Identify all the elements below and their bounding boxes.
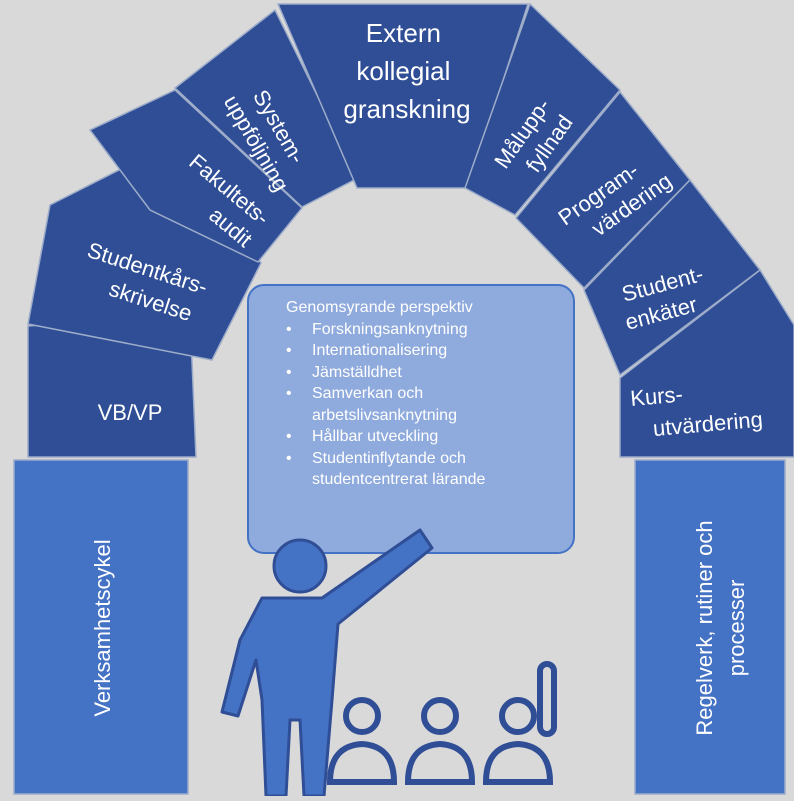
keystone-line-2: kollegial [356, 56, 450, 86]
list-item-text: Studentinflytande och [312, 449, 466, 467]
arch-block-program [514, 90, 691, 290]
list-item-text: Hållbar utveckling [312, 428, 439, 445]
arch-block-fakultet [88, 89, 304, 263]
left-pillar [13, 459, 189, 795]
board-text: Genomsyrande perspektiv Forskningsanknyt… [252, 297, 574, 551]
list-item: Samverkan och arbetslivsanknytning [286, 383, 574, 426]
keystone-line-1: Extern [366, 18, 441, 48]
perspective-list: Forskningsanknytning Internationaliserin… [252, 319, 574, 491]
list-item: Studentinflytande och studentcentrerat lä… [286, 448, 574, 491]
right-pillar-label-line1: Regelverk, rutiner och [692, 520, 717, 735]
list-item: Jämställdhet [286, 362, 574, 384]
left-pillar-label: Verksamhetscykel [90, 539, 115, 716]
keystone-line-3: granskning [343, 94, 470, 124]
list-item-text-cont: arbetslivsanknytning [312, 406, 457, 424]
teacher-pointing-icon [220, 528, 434, 798]
audience-icon [326, 661, 557, 785]
list-item-text: Internationalisering [312, 342, 448, 359]
arch-block-kurs [619, 268, 794, 458]
list-item: Hållbar utveckling [286, 426, 574, 448]
list-item: Forskningsanknytning [286, 319, 574, 341]
right-pillar-label-line2: processer [724, 580, 749, 677]
list-item: Internationalisering [286, 340, 574, 362]
board-heading: Genomsyrande perspektiv [286, 299, 473, 316]
list-item-text: Jämställdhet [312, 363, 402, 381]
vbvp-label: VB/VP [98, 400, 163, 425]
arch-block-malupp [464, 2, 622, 216]
right-pillar [634, 459, 786, 795]
list-item-text: Samverkan och [312, 385, 424, 402]
list-item-text-cont: studentcentrerat lärande [312, 471, 486, 488]
vbvp-line-1: VB/VP [98, 400, 163, 425]
list-item-text: Forskningsanknytning [312, 320, 468, 338]
keystone-label: Extern kollegial granskning [343, 18, 470, 124]
arch-block-student [583, 178, 762, 377]
kurs-line-1: Kurs- [629, 381, 684, 410]
